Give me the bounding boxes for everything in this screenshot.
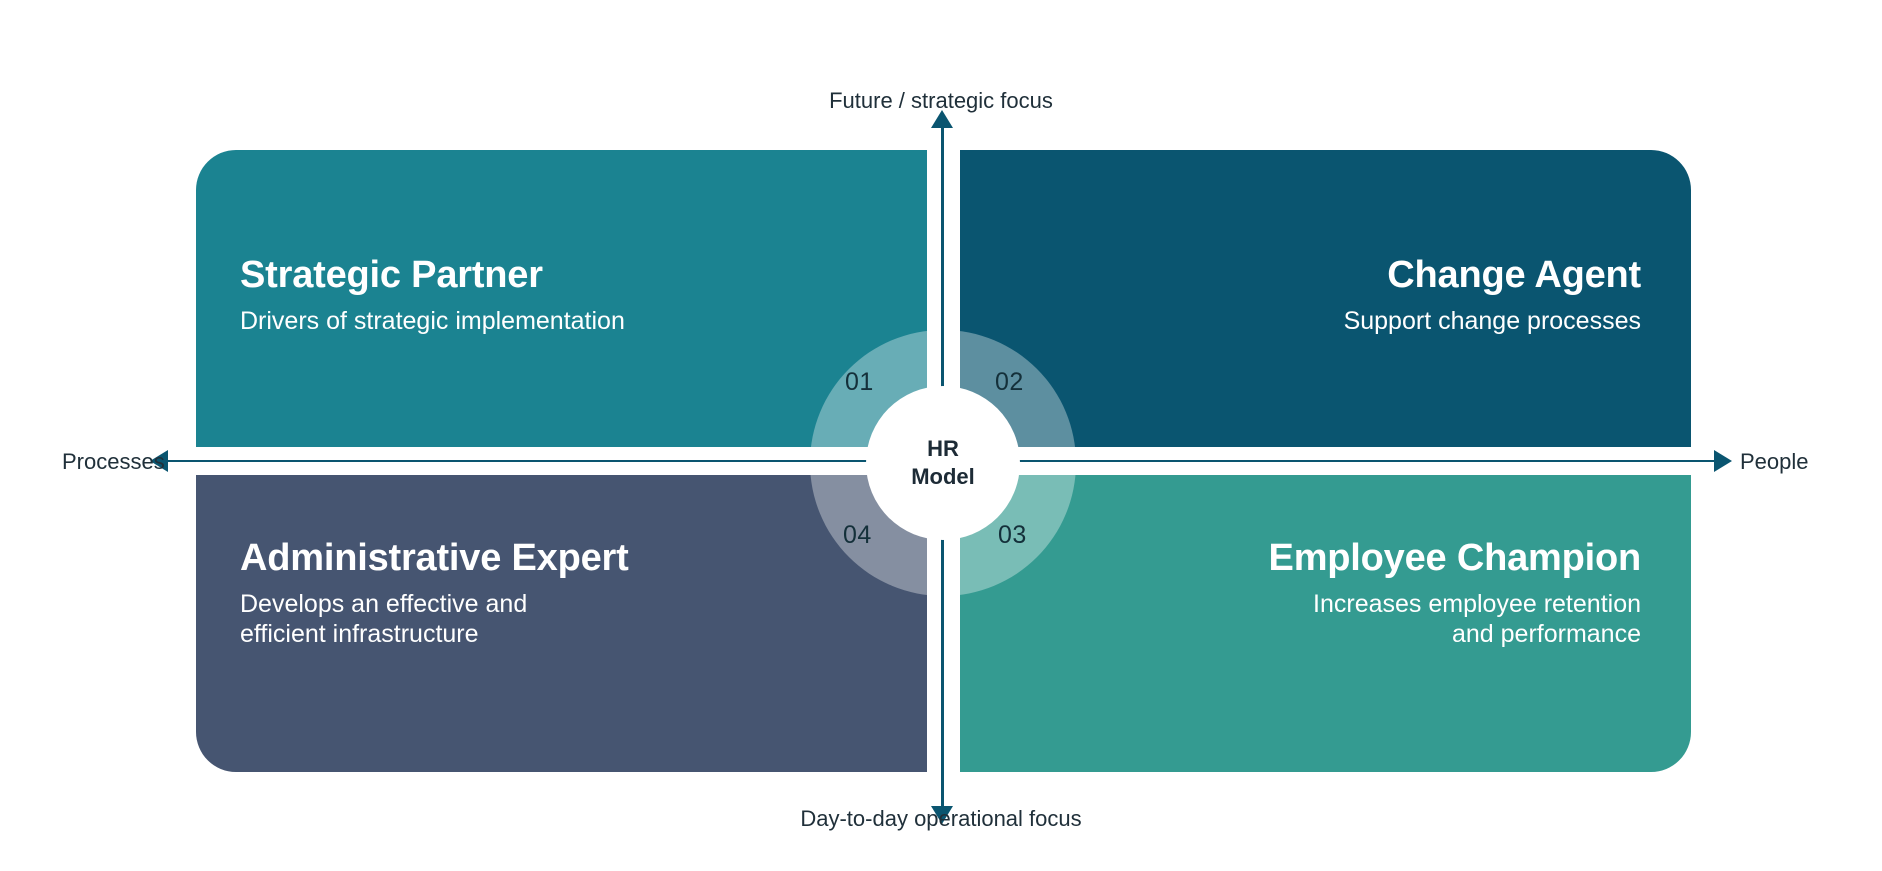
quadrant-subtitle-administrative-expert-line2: efficient infrastructure bbox=[240, 620, 479, 649]
quadrant-subtitle-change-agent: Support change processes bbox=[1343, 306, 1641, 335]
quadrant-subtitle-strategic-partner: Drivers of strategic implementation bbox=[240, 306, 625, 335]
quadrant-change-agent[interactable]: Change Agent Support change processes bbox=[960, 150, 1691, 447]
arrow-left-icon bbox=[150, 450, 168, 472]
quadrant-title-strategic-partner: Strategic Partner bbox=[240, 254, 543, 296]
center-circle[interactable]: HR Model bbox=[866, 386, 1020, 540]
center-label: HR Model bbox=[911, 435, 975, 489]
quadrant-employee-champion[interactable]: Employee Champion Increases employee ret… bbox=[960, 475, 1691, 772]
step-number-02: 02 bbox=[995, 368, 1024, 396]
step-number-04: 04 bbox=[843, 521, 872, 549]
quadrant-subtitle-employee-champion-line1: Increases employee retention bbox=[1313, 589, 1641, 618]
quadrant-subtitle-administrative-expert-line1: Develops an effective and bbox=[240, 589, 528, 618]
arrow-down-icon bbox=[931, 806, 953, 824]
step-number-01: 01 bbox=[845, 368, 874, 396]
quadrant-subtitle-employee-champion-line2: and performance bbox=[1451, 620, 1641, 649]
arrow-up-icon bbox=[931, 110, 953, 128]
quadrant-strategic-partner[interactable]: Strategic Partner Drivers of strategic i… bbox=[196, 150, 927, 447]
axis-label-bottom: Day-to-day operational focus bbox=[800, 806, 1082, 831]
quadrant-administrative-expert[interactable]: Administrative Expert Develops an effect… bbox=[196, 475, 927, 772]
quadrant-title-employee-champion: Employee Champion bbox=[1268, 537, 1642, 579]
step-number-03: 03 bbox=[998, 521, 1027, 549]
quadrant-title-administrative-expert: Administrative Expert bbox=[240, 537, 629, 579]
axis-label-left: Processes bbox=[62, 449, 165, 474]
arrow-right-icon bbox=[1714, 450, 1732, 472]
axis-label-right: People bbox=[1740, 449, 1809, 474]
axis-label-top: Future / strategic focus bbox=[829, 88, 1053, 113]
quadrant-title-change-agent: Change Agent bbox=[1387, 254, 1641, 296]
